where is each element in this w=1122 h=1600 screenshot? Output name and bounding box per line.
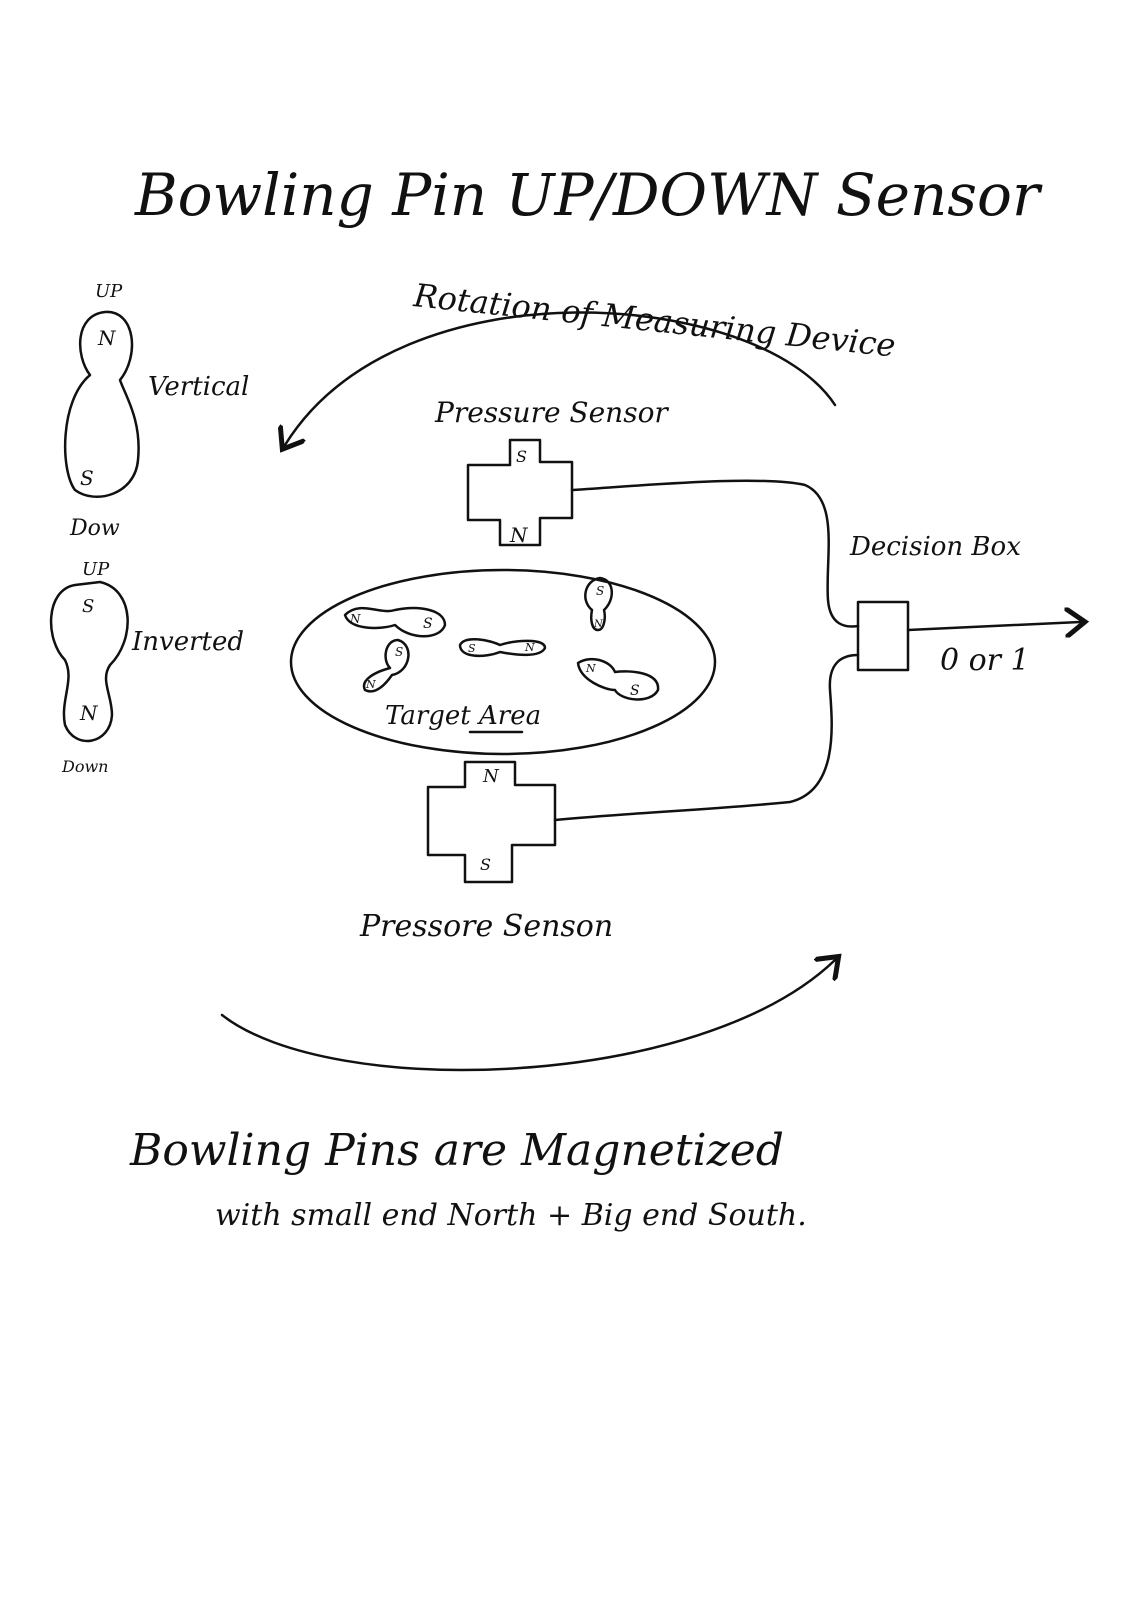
pin-outline [49,580,129,743]
magnet-pin: S N [584,576,613,632]
rotation-label: Rotation of Measuring Device [411,276,897,364]
magnet-pin: S N [362,638,410,693]
bottom-sensor-label: Pressore Senson [359,909,613,944]
target-area-outline [289,568,717,756]
vertical-label: Vertical [148,372,249,402]
inverted-up-label: UP [82,559,110,580]
target-area: N S S N S N S N N S Target Area [289,568,717,756]
pole-label: S [395,645,403,659]
sensor-outline [466,438,574,547]
pole-label: N [524,641,535,654]
inverted-pin: UP S N Inverted Down [49,559,244,776]
vertical-down-label: Dow [69,516,120,541]
pole-label: S [468,642,476,655]
vertical-south-label: S [80,466,94,490]
pole-label: N [349,612,361,626]
decision-box-label: Decision Box [849,532,1021,562]
footer-line-2: with small end North + Big end South. [215,1198,807,1233]
inverted-north-label: N [79,701,99,725]
top-sensor-pole-s: S [516,447,527,466]
inverted-down-label: Down [61,757,108,776]
wire-top-sensor [570,479,860,628]
bottom-pressure-sensor: N S Pressore Senson [359,760,613,944]
sensor-outline [426,760,557,884]
output-arrow [906,622,1080,630]
top-sensor-pole-n: N [509,523,529,547]
pole-label: S [423,616,433,632]
pole-label: N [593,619,604,630]
diagram-title: Bowling Pin UP/DOWN Sensor [134,161,1043,229]
magnet-pin: S N [458,638,547,658]
vertical-north-label: N [97,326,117,350]
bottom-sensor-pole-s: S [480,855,491,874]
pole-label: N [585,662,596,675]
wire-bottom-sensor [553,653,860,822]
top-pressure-sensor: Pressure Sensor S N [434,396,669,547]
footer-line-1: Bowling Pins are Magnetized [129,1125,784,1176]
rotation-arrow-bottom [220,960,835,1072]
decision-box: Decision Box 0 or 1 [849,532,1080,678]
vertical-pin: UP N S Vertical Dow [63,281,249,541]
decision-box-outline [856,600,910,672]
pin-outline [63,310,140,498]
pole-label: S [630,683,640,699]
magnet-pin: N S [343,606,447,638]
inverted-south-label: S [82,596,94,617]
output-label: 0 or 1 [940,643,1030,678]
inverted-label: Inverted [131,627,244,657]
target-area-label: Target Area [385,701,541,731]
magnet-pin: N S [576,657,660,701]
top-sensor-label: Pressure Sensor [434,396,669,429]
pole-label: N [365,678,376,691]
rotation-arrow-top [285,311,837,445]
bottom-sensor-pole-n: N [482,766,500,787]
vertical-up-label: UP [95,281,123,302]
pole-label: S [596,584,604,598]
